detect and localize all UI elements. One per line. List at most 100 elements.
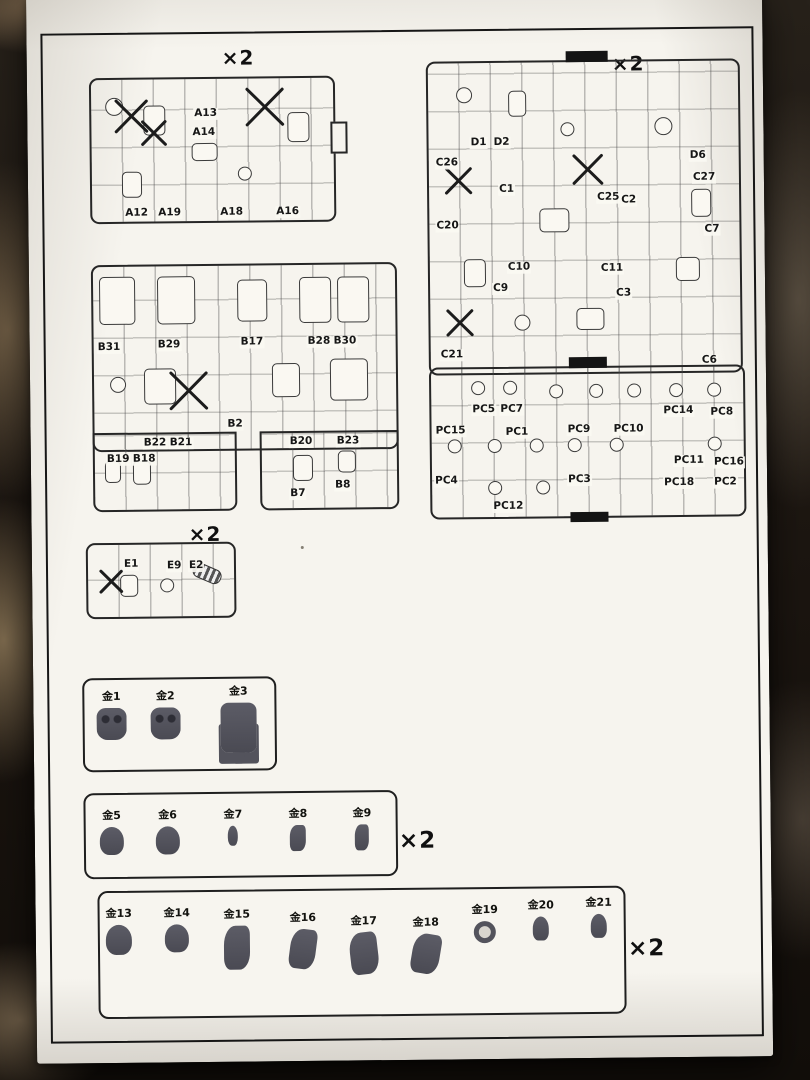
quantity-multiplier: ×2 xyxy=(221,45,255,70)
part-label: A16 xyxy=(275,205,301,218)
part-label: B30 xyxy=(332,334,358,348)
part-shape xyxy=(271,363,301,398)
part-label: PC9 xyxy=(566,422,592,436)
part-label: B8 xyxy=(334,478,352,492)
part-label: C10 xyxy=(506,260,532,274)
part-label: B2 xyxy=(226,417,244,431)
part-label: E2 xyxy=(187,559,205,572)
part-shape xyxy=(549,384,564,399)
part-shape xyxy=(337,450,357,473)
metal-part-item: 金1 xyxy=(96,688,127,741)
metal-parts-box-2: 金5 金6 金7 金8 金9 xyxy=(83,790,399,880)
part-shape xyxy=(298,276,332,324)
part-label: B17 xyxy=(239,335,265,349)
part-label: B21 xyxy=(168,436,194,449)
metal-part-label: 金20 xyxy=(527,898,554,912)
metal-part-item: 金19 xyxy=(471,901,499,944)
part-label: C2 xyxy=(620,193,638,207)
part-shape xyxy=(447,439,462,454)
part-shape xyxy=(627,383,642,398)
metal-part-item: 金8 xyxy=(288,805,308,852)
metal-part-label: 金7 xyxy=(223,807,243,821)
part-label: B22 xyxy=(142,436,168,450)
part-label: PC15 xyxy=(434,424,467,438)
metal-parts-box-3: 金13 金14 金15 金16 金17 金18 xyxy=(97,885,627,1020)
part-label: C1 xyxy=(497,182,516,196)
metal-part-item: 金16 xyxy=(287,909,319,971)
cross-out-icon xyxy=(570,150,606,186)
part-shape xyxy=(237,166,252,181)
part-shape xyxy=(109,376,127,393)
part-shape xyxy=(654,117,673,136)
part-label: E9 xyxy=(165,559,183,572)
part-shape xyxy=(675,256,701,282)
part-shape xyxy=(329,358,369,401)
metal-part-shape xyxy=(228,825,239,846)
part-shape xyxy=(576,307,605,331)
part-label: E1 xyxy=(122,557,140,571)
part-shape xyxy=(160,578,175,593)
part-shape xyxy=(560,122,575,137)
metal-part-label: 金19 xyxy=(471,902,498,917)
part-shape xyxy=(707,436,722,451)
sprue-a-runner: A13 A14 A12 A19 A18 A16 xyxy=(88,75,348,225)
part-shape xyxy=(536,480,551,495)
quantity-multiplier: ×2 xyxy=(627,935,666,962)
part-label: A19 xyxy=(157,206,183,220)
metal-part-label: 金14 xyxy=(163,906,190,920)
metal-part-label: 金6 xyxy=(158,808,177,822)
metal-part-shape xyxy=(99,826,125,856)
metal-part-shape xyxy=(220,702,257,753)
metal-part-shape xyxy=(96,707,127,741)
part-shape xyxy=(529,438,544,453)
metal-part-shape xyxy=(590,913,608,938)
metal-part-shape xyxy=(164,924,190,953)
part-shape xyxy=(455,87,473,104)
metal-part-label: 金8 xyxy=(288,806,308,821)
metal-parts-box-1: 金1 金2 金3 xyxy=(82,676,278,773)
metal-part-item: 金7 xyxy=(223,806,242,846)
part-label: PC12 xyxy=(492,499,525,513)
part-shape xyxy=(669,382,684,398)
part-shape xyxy=(463,259,487,288)
part-shape xyxy=(508,90,527,117)
runner-tab xyxy=(330,121,348,154)
part-label: D1 xyxy=(469,136,488,149)
part-label: B19 xyxy=(105,452,131,466)
part-shape xyxy=(503,380,518,395)
metal-part-label: 金21 xyxy=(585,895,612,910)
part-shape xyxy=(589,383,604,398)
sprue-b-runner: B31 B29 B17 B28 B30 B22 B21 B2 B20 B23 B… xyxy=(90,261,400,513)
metal-part-item: 金3 xyxy=(220,682,257,753)
cross-out-icon xyxy=(138,116,168,147)
part-label: D2 xyxy=(492,135,511,149)
part-label: C20 xyxy=(435,219,460,233)
part-shape xyxy=(488,480,503,496)
metal-part-label: 金17 xyxy=(350,914,377,928)
instruction-sheet-paper: ×2 A13 A14 A12 A19 A18 A16 ×2 xyxy=(26,0,774,1064)
metal-part-label: 金1 xyxy=(101,689,121,704)
part-shape xyxy=(567,438,582,453)
metal-part-shape xyxy=(155,826,180,855)
metal-part-item: 金18 xyxy=(408,914,444,976)
metal-part-shape xyxy=(473,920,497,944)
part-shape xyxy=(691,188,712,217)
part-shape xyxy=(539,208,570,233)
part-label: C3 xyxy=(615,286,633,300)
cross-out-icon xyxy=(97,566,125,595)
metal-part-item: 金5 xyxy=(99,807,125,856)
metal-part-shape xyxy=(150,707,181,740)
part-label: PC4 xyxy=(434,474,459,488)
part-shape xyxy=(236,279,268,322)
part-label: C26 xyxy=(434,156,460,170)
part-label: B29 xyxy=(156,338,182,352)
metal-part-shape xyxy=(408,931,444,976)
part-label: C7 xyxy=(703,222,721,236)
part-shape xyxy=(292,454,314,482)
part-shape xyxy=(609,437,624,452)
cross-out-icon xyxy=(444,305,476,338)
metal-part-item: 金13 xyxy=(106,905,133,956)
part-label: C11 xyxy=(599,261,625,275)
metal-part-label: 金5 xyxy=(102,808,121,823)
metal-part-item: 金21 xyxy=(585,894,612,938)
